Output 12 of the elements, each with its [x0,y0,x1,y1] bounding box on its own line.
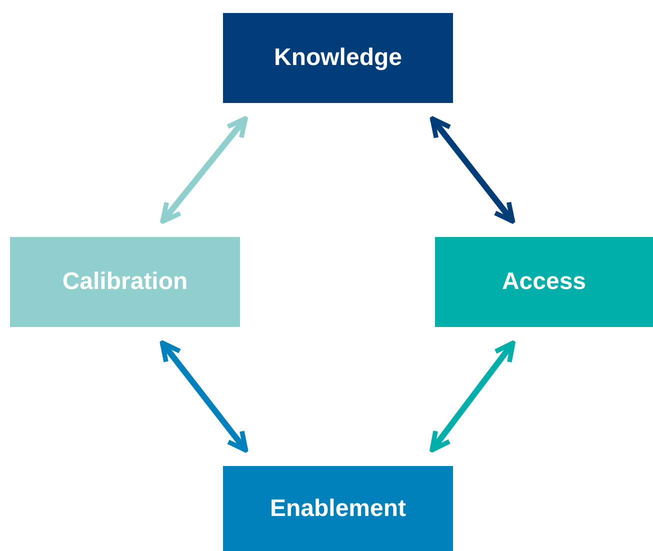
double-arrow [430,340,516,452]
process-box [223,13,453,103]
box-label: Enablement [270,494,406,522]
box-label: Calibration [62,268,188,296]
box-label: Knowledge [274,44,402,72]
double-arrow [160,340,248,453]
box-label: Access [502,268,586,296]
process-box [435,237,653,327]
process-box [223,466,453,551]
double-arrow [430,116,516,224]
double-arrow [160,116,248,224]
process-box [10,237,240,327]
